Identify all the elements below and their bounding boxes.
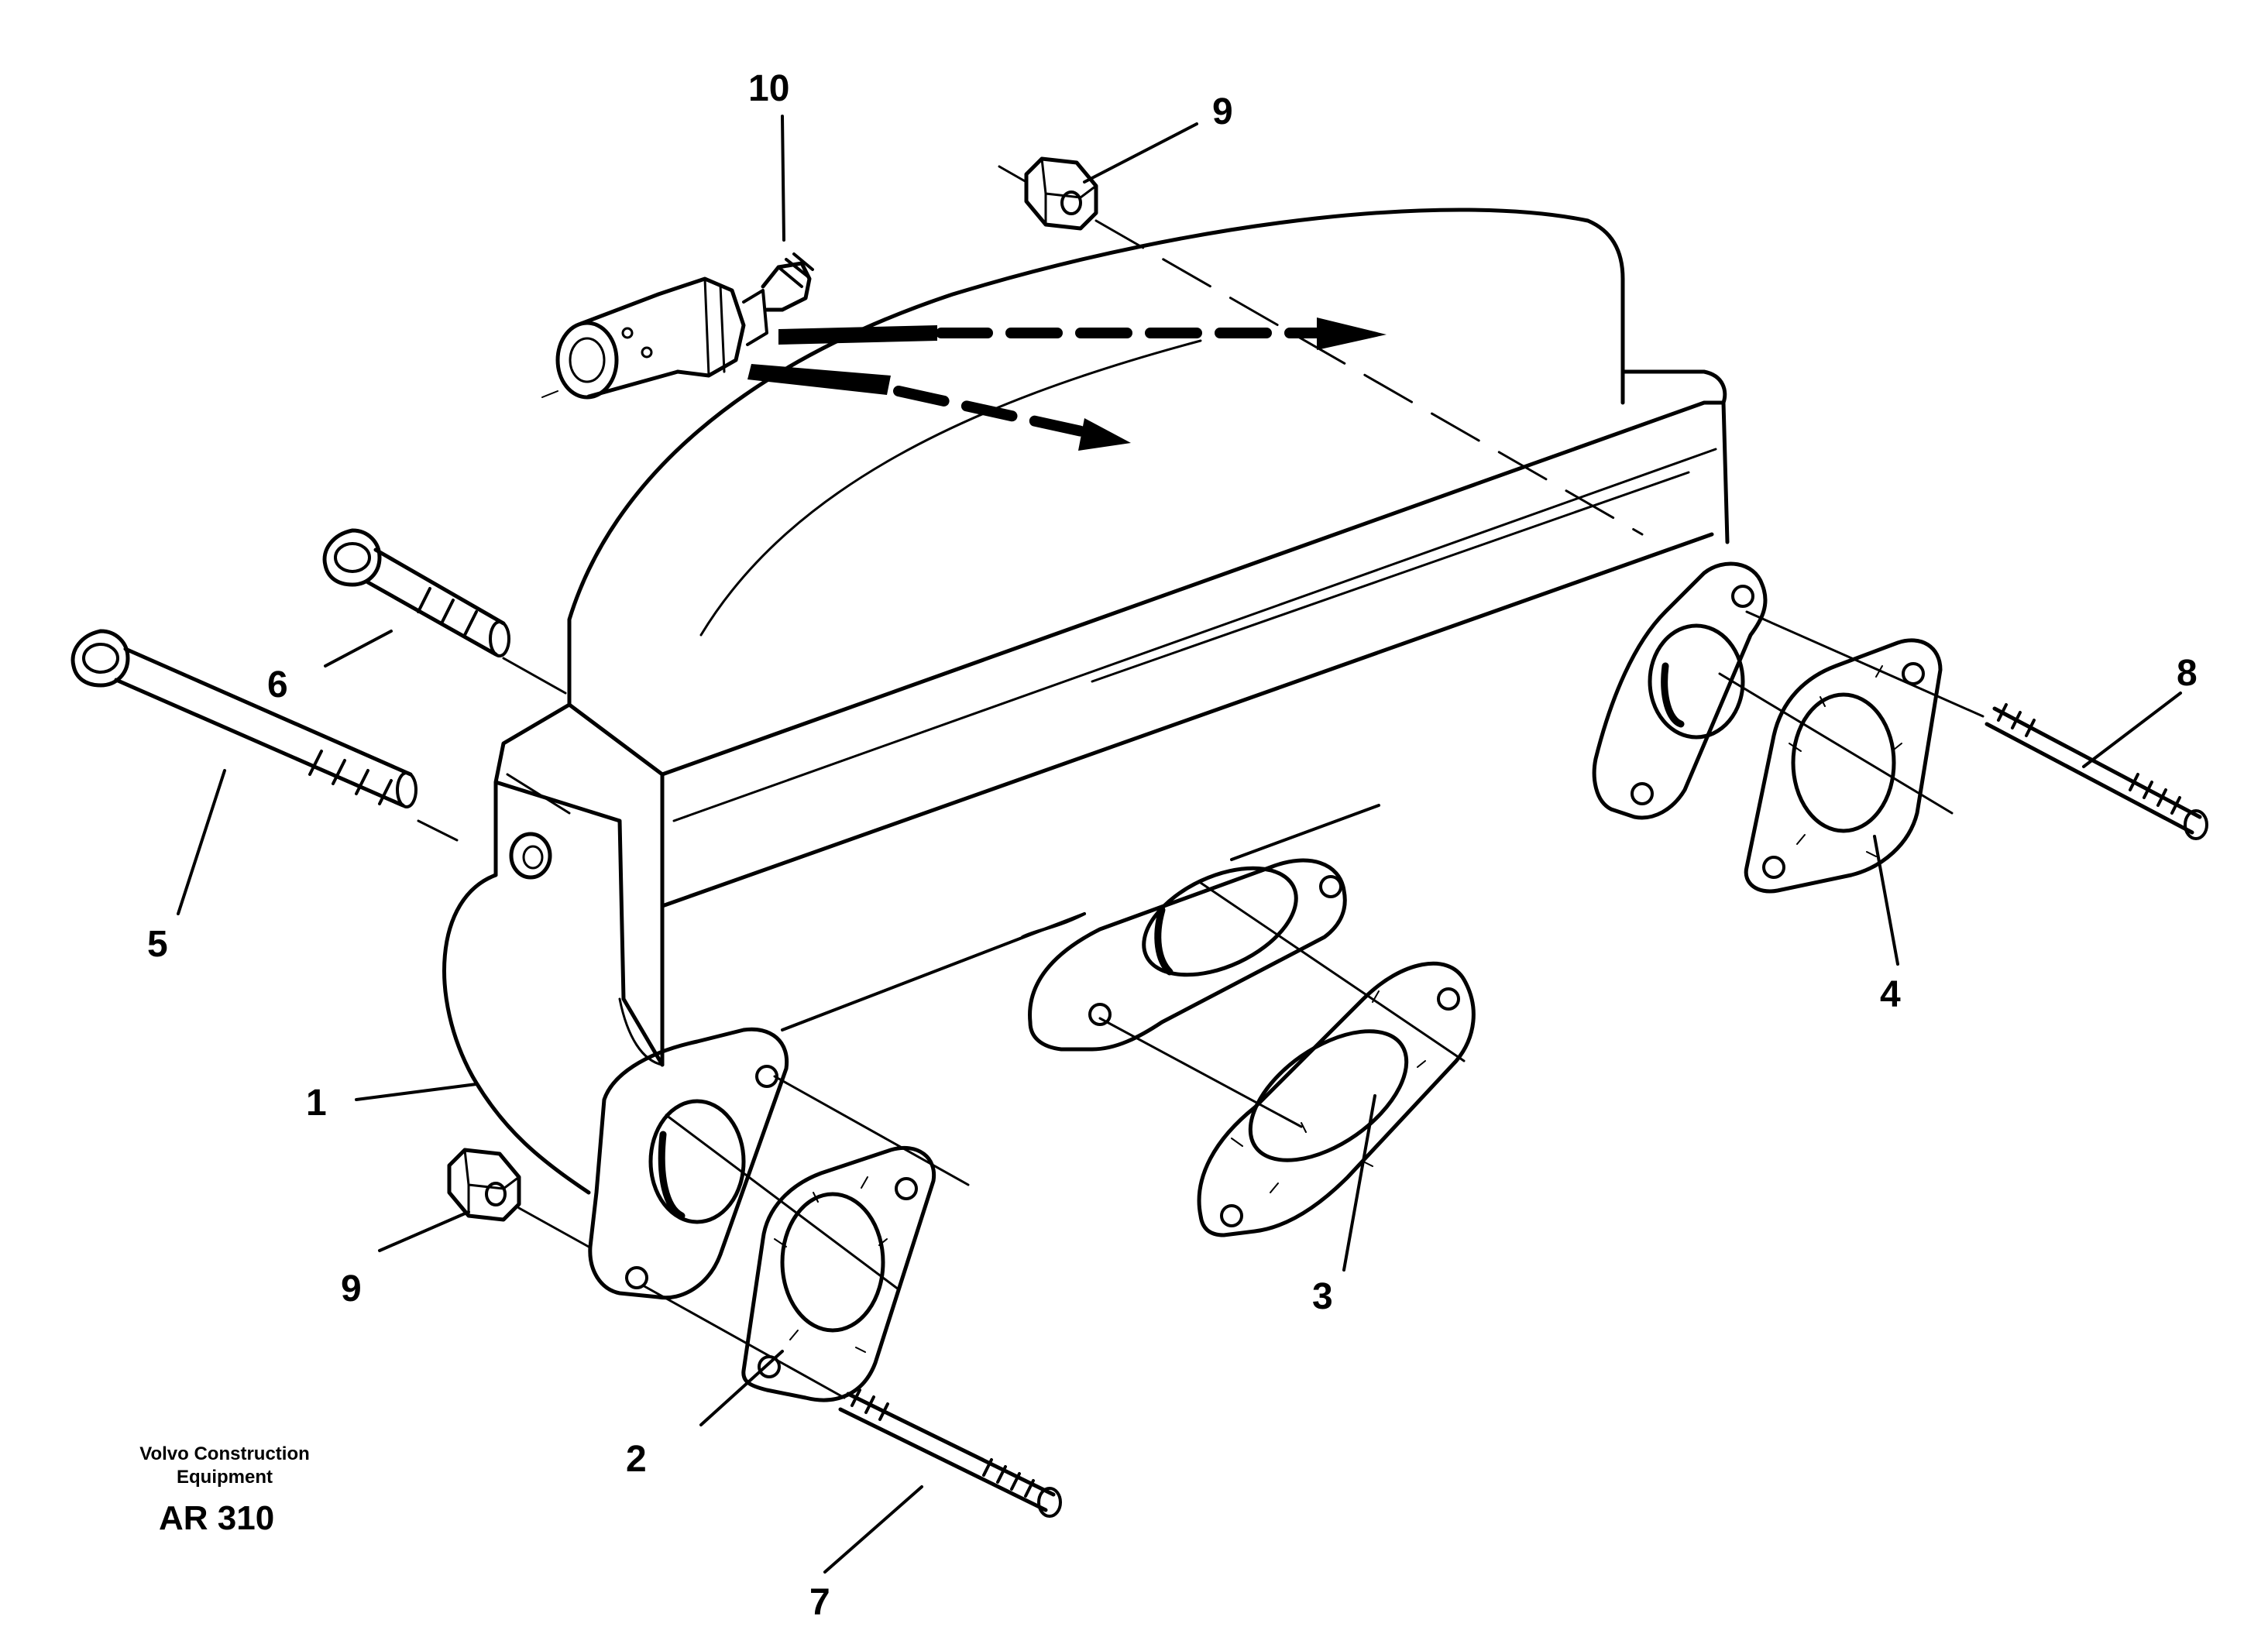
company-name-line2: Equipment: [177, 1467, 273, 1488]
stud-8: [1984, 703, 2208, 840]
company-name-line1: Volvo Construction: [139, 1443, 310, 1464]
callout-4: 4: [1880, 974, 1901, 1015]
callout-9-top: 9: [1212, 91, 1233, 132]
callout-6: 6: [267, 664, 288, 705]
leader-lines: [177, 115, 2182, 1574]
callout-2: 2: [626, 1439, 647, 1480]
callout-1: 1: [306, 1083, 327, 1124]
nut-9-bottom: [447, 1148, 521, 1222]
callout-9-bottom: 9: [341, 1268, 362, 1309]
callout-5: 5: [147, 924, 168, 965]
installation-arrows: [747, 317, 1387, 451]
manifold-body: [442, 208, 1730, 1195]
callouts: 1 2 3 4 5 6 7 8 9 9 10: [147, 68, 2198, 1623]
middle-outlet-flange: [1028, 858, 1347, 1052]
right-outlet-flange: [1592, 561, 1768, 820]
bolt-5: [70, 629, 418, 808]
stud-7: [838, 1388, 1062, 1518]
temperature-sensor-10: [541, 252, 814, 400]
assembly-lines: [417, 165, 1984, 1399]
callout-3: 3: [1312, 1276, 1333, 1317]
bolt-6: [322, 528, 510, 657]
publisher-footer: Volvo Construction Equipment AR 310: [139, 1443, 310, 1537]
illustration-code: AR 310: [159, 1499, 274, 1537]
gasket-3: [1197, 961, 1476, 1237]
callout-8: 8: [2177, 653, 2198, 694]
left-outlet-flange: [588, 1027, 789, 1300]
nut-9-top: [1024, 156, 1098, 231]
gasket-2: [741, 1145, 936, 1402]
callout-10: 10: [748, 68, 789, 109]
gasket-4: [1744, 638, 1943, 894]
callout-7: 7: [809, 1582, 830, 1623]
